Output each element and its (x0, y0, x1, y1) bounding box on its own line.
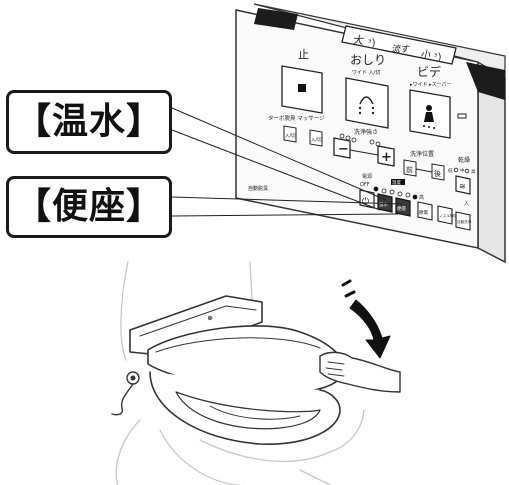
pressure-plus-button[interactable]: + (377, 145, 395, 167)
turbo-deodorize-button[interactable]: 入/切 (283, 125, 297, 143)
massage-button-label: 入/切 (311, 136, 322, 143)
left-corner-pad (254, 8, 298, 30)
dry-mid-label: 中 (460, 167, 465, 174)
off-label: OFF (360, 182, 370, 188)
temp-label-badge (391, 179, 405, 185)
position-label: 洗浄位置 (410, 150, 434, 158)
toilet-bowl-outline (115, 261, 365, 485)
plus-icon: + (381, 150, 392, 165)
on-label: 入 (464, 201, 469, 207)
power-save-label: 節電 (419, 209, 428, 216)
turbo-massage-label: ターボ脱臭 マッサージ (268, 114, 325, 122)
auto-wash-button[interactable]: 自動洗浄 (455, 211, 472, 231)
water-icon-large: ᵌ) (368, 38, 376, 49)
battery-indicator-icon (457, 113, 467, 119)
oshiri-sub-label: ワイド 入/切 (352, 69, 380, 76)
bidet-sub-label: ▸ワイド ▸スーパー (410, 82, 452, 88)
flush-tab[interactable]: 大 ᵌ) 流す 小 ᵌ) (341, 25, 457, 65)
water-icon-small: ᵌ) (434, 52, 442, 63)
bidet-button[interactable] (409, 89, 451, 139)
dry-icon: ≋ (459, 182, 466, 191)
massage-button[interactable]: 入/切 (309, 129, 323, 147)
oshiri-label: おしり (350, 53, 386, 67)
back-label: 後 (434, 169, 441, 178)
seat-temp-button[interactable]: 便座 (395, 197, 411, 217)
minus-icon: − (338, 142, 349, 157)
pressure-minus-button[interactable]: − (333, 137, 351, 159)
seat-callout-label: 【便座】 (14, 186, 163, 227)
water-hose (111, 383, 134, 416)
dry-level-dot (453, 167, 459, 173)
temp-high-label: 高 (419, 194, 424, 201)
dry-label: 乾燥 (458, 156, 470, 164)
down-arrow-icon (341, 279, 391, 359)
oshiri-button[interactable] (345, 77, 389, 129)
nozzle-clean-button[interactable]: ノズル掃除 (437, 205, 457, 225)
remote-control-panel: 大 ᵌ) 流す 小 ᵌ) 止 おしり ワイド 入/切 ビデ ▸ワイド ▸スーパー (235, 3, 506, 264)
hand (319, 351, 401, 393)
seat-callout: 【便座】 (6, 176, 172, 238)
flush-small-label: 小 (420, 49, 431, 61)
pressure-label: 洗浄強さ (354, 128, 378, 136)
power-icon: ⏻ (362, 196, 369, 207)
dry-level-dot (464, 168, 470, 174)
temp-label: 温度 (392, 179, 401, 186)
leader-lines (171, 107, 403, 217)
warm-button-label: 温水 (379, 201, 388, 208)
dry-button[interactable]: ≋ (455, 175, 471, 195)
auto-deodorize-label: 自動脱臭 (248, 185, 268, 192)
bidet-label: ビデ (417, 64, 441, 79)
flush-large-label: 大 (352, 34, 364, 47)
stop-icon (298, 84, 306, 92)
auto-wash-label: 自動洗浄 (457, 219, 472, 224)
seat-hinge-unit (129, 295, 263, 357)
dry-high-label: 高 (471, 168, 476, 175)
turbo-button-label: 入/切 (285, 132, 296, 139)
position-back-button[interactable]: 後 (431, 163, 445, 181)
dry-low-label: 低 (448, 167, 453, 174)
flush-label: 流す (391, 44, 410, 55)
stop-label: 止 (298, 48, 309, 61)
power-save-button[interactable]: 節電 (417, 201, 433, 221)
front-label: 前 (406, 165, 413, 174)
warm-water-callout: 【温水】 (6, 90, 172, 154)
seat-button-label: 便座 (397, 205, 406, 212)
warm-water-callout-label: 【温水】 (14, 101, 163, 142)
stop-button[interactable] (281, 65, 323, 114)
right-corner-pad (466, 62, 505, 100)
nozzle-clean-label: ノズル掃除 (439, 213, 457, 218)
power-label: 電源 (362, 173, 372, 180)
toilet-illustration (111, 261, 401, 485)
bidet-person-icon (423, 105, 435, 129)
temp-level-dots (373, 186, 418, 200)
position-front-button[interactable]: 前 (403, 159, 417, 177)
oshiri-spray-icon (358, 96, 375, 115)
